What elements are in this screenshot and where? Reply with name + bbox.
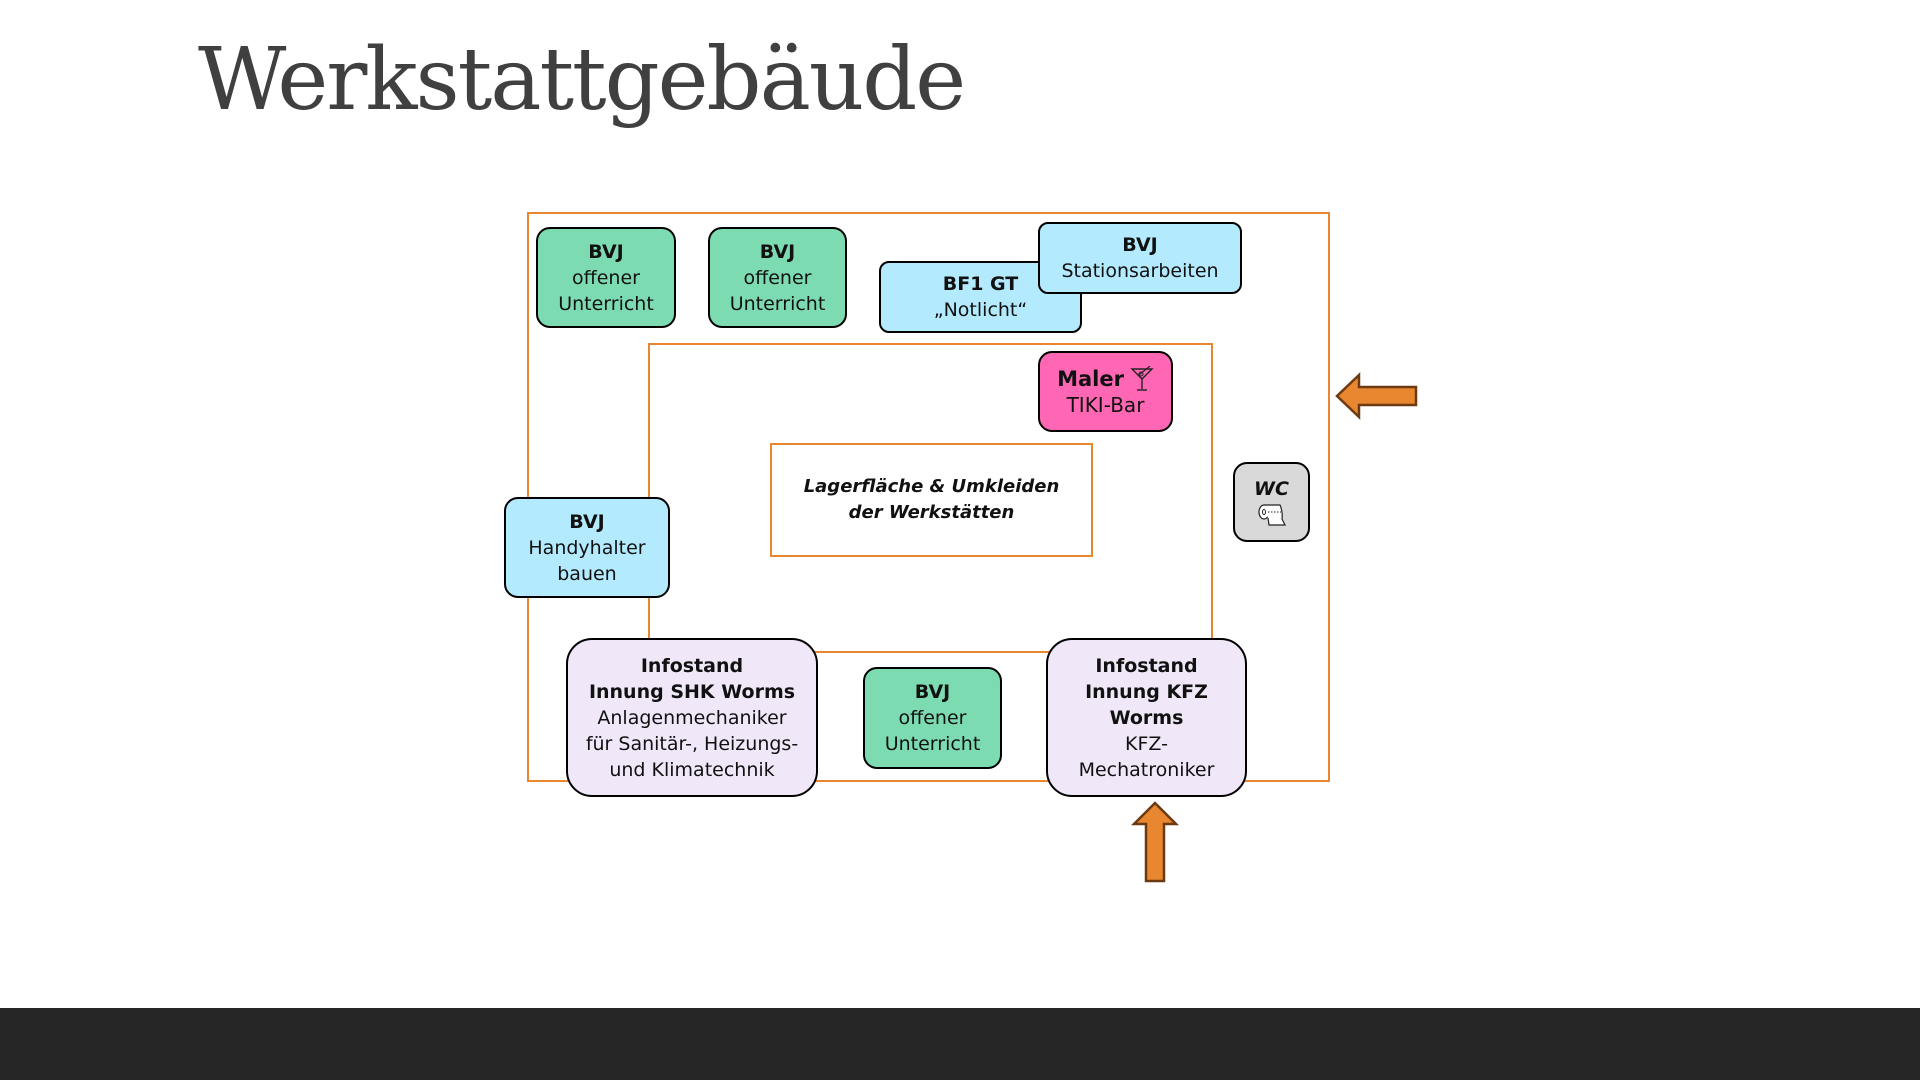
station-text: Unterricht [729, 292, 826, 315]
station-text: Handyhalter [528, 536, 646, 559]
storage-line-1: Lagerfläche & Umkleiden [803, 476, 1060, 497]
wc-label: WC [1254, 478, 1289, 500]
station-bf1-notlicht: BF1 GT „Notlicht“ [879, 261, 1082, 333]
station-bvj-open-class-2: BVJ offener Unterricht [708, 227, 847, 328]
station-title: BF1 GT [942, 273, 1019, 295]
station-bvj-open-class-3: BVJ offener Unterricht [863, 667, 1002, 769]
station-text: offener [898, 707, 967, 729]
station-bvj-handyhalter: BVJ Handyhalter bauen [504, 497, 670, 598]
infostand-kfz: Infostand Innung KFZ Worms KFZ- Mechatro… [1046, 638, 1247, 797]
station-text: Stationsarbeiten [1061, 260, 1219, 282]
entrance-arrow-up-icon [1131, 801, 1179, 883]
station-text: Anlagenmechaniker [597, 706, 787, 729]
station-text: Mechatroniker [1078, 758, 1215, 781]
station-title: Infostand [640, 654, 744, 677]
station-bvj-stationsarbeiten: BVJ Stationsarbeiten [1038, 222, 1242, 294]
cocktail-glass-icon [1130, 365, 1154, 392]
station-text: Unterricht [558, 292, 654, 315]
station-title: BVJ [759, 240, 796, 263]
station-text: TIKI-Bar [1066, 392, 1145, 417]
station-text: offener [743, 266, 812, 289]
station-title: Maler [1057, 366, 1124, 391]
station-title: BVJ [588, 240, 624, 263]
station-text: für Sanitär-, Heizungs- [585, 732, 799, 755]
footer-bar [0, 1008, 1920, 1080]
storage-line-2: der Werkstätten [848, 502, 1015, 523]
station-title: Innung KFZ [1085, 680, 1208, 703]
station-bvj-open-class-1: BVJ offener Unterricht [536, 227, 676, 328]
infostand-shk: Infostand Innung SHK Worms Anlagenmechan… [566, 638, 818, 797]
station-text: bauen [557, 562, 617, 585]
station-title: BVJ [569, 510, 605, 533]
station-title: BVJ [914, 681, 951, 703]
station-text: offener [572, 266, 640, 289]
entrance-arrow-left-icon [1335, 372, 1418, 420]
station-title: Worms [1109, 706, 1184, 729]
station-title: BVJ [1122, 234, 1158, 256]
station-title: Innung SHK Worms [588, 680, 796, 703]
station-maler-tiki-bar: Maler TIKI-Bar [1038, 351, 1173, 432]
station-text: KFZ- [1125, 732, 1168, 755]
storage-area: Lagerfläche & Umkleiden der Werkstätten [770, 443, 1093, 557]
station-text: und Klimatechnik [609, 758, 775, 781]
station-text: Unterricht [884, 733, 981, 755]
station-title: Infostand [1095, 654, 1198, 677]
station-text: „Notlicht“ [933, 299, 1028, 321]
toilet-paper-icon [1256, 502, 1288, 528]
slide-title: Werkstattgebäude [198, 30, 966, 130]
wc-box: WC [1233, 462, 1310, 542]
